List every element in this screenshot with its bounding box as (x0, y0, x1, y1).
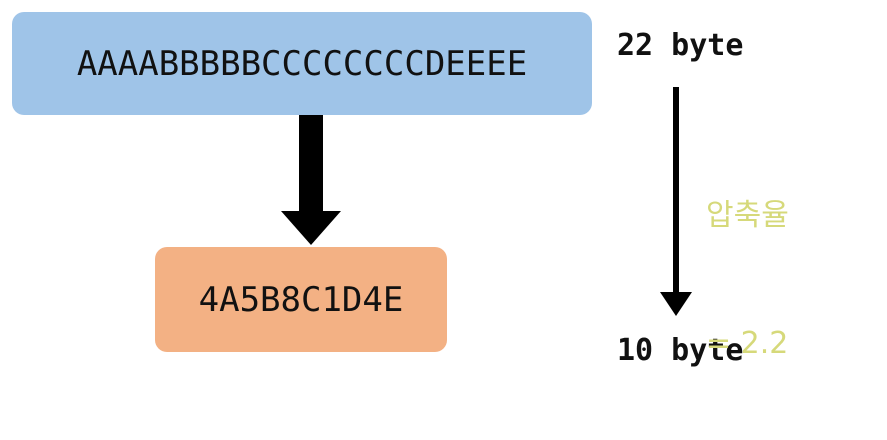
compression-ratio-value: = 2.2 (706, 326, 789, 361)
original-size-label: 22 byte (617, 28, 744, 63)
compressed-size-label: 10 byte (617, 333, 744, 368)
compression-arrow (281, 115, 341, 245)
input-string-text: AAAABBBBBCCCCCCCCDEEEE (76, 43, 528, 84)
input-string-box: AAAABBBBBCCCCCCCCDEEEE (12, 12, 592, 115)
compression-ratio: 압축율 = 2.2 (706, 120, 789, 440)
arrows-layer (281, 87, 692, 316)
size-reduction-arrow (660, 87, 692, 316)
output-string-box: 4A5B8C1D4E (155, 247, 447, 352)
compression-ratio-label: 압축율 (706, 198, 789, 233)
output-string-text: 4A5B8C1D4E (198, 279, 404, 320)
